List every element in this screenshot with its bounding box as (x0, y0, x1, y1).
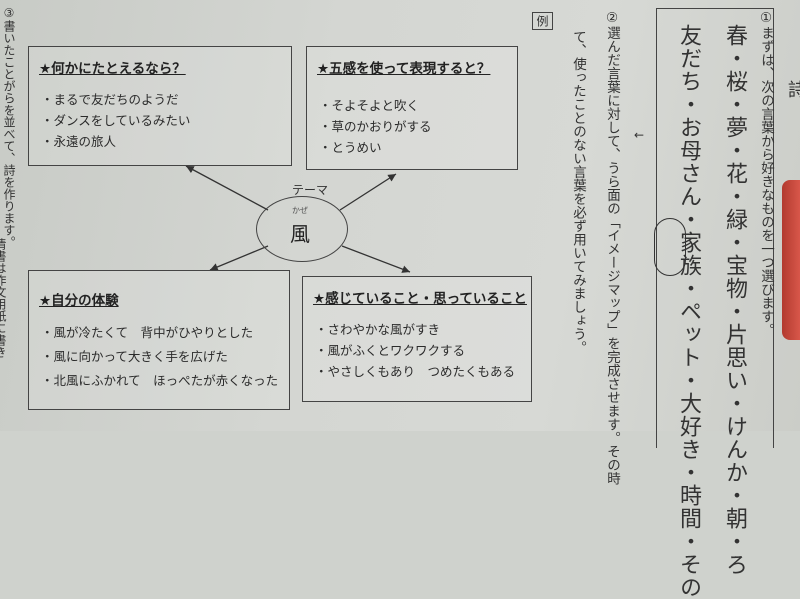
list-item: とうめい (319, 137, 432, 158)
list-item: 草のかおりがする (319, 116, 432, 137)
red-pen (782, 180, 800, 340)
list-item: 風がふくとワクワクする (315, 340, 515, 361)
box-five-senses-list: そよそよと吹く 草のかおりがする とうめい (319, 95, 432, 158)
box-feelings-title: ★感じていること・思っていること (313, 291, 527, 307)
box-five-senses-title: ★五感を使って表現すると？ (317, 61, 491, 77)
map-arrows (185, 165, 411, 273)
arrow-bottom-right (341, 245, 411, 273)
list-item: 永遠の旅人 (41, 131, 190, 152)
theme-label: テーマ (292, 183, 329, 197)
box-experience-title: ★自分の体験 (39, 293, 119, 309)
word-list-col1: 春・桜・夢・花・緑・宝物・片思い・けんか・朝・ろ (722, 24, 747, 576)
word-list-col2: 友だち・お母さん・家族・ペット・大好き・時間・その (676, 24, 701, 599)
box-metaphor: ★何かにたとえるなら？ まるで友だちのようだ ダンスをしているみたい 永遠の旅人 (28, 46, 292, 166)
instruction-2-col1: ②選んだ言葉に対して、うら面の「イメージマップ」を完成させます。その時 (604, 10, 620, 485)
arrow-bottom-left (209, 245, 269, 271)
list-item: ダンスをしているみたい (41, 110, 191, 131)
instruction-3-text: ③書いたことがらを並べて、詩を作ります。 (2, 6, 16, 248)
selected-word-circle (654, 218, 686, 276)
box-five-senses: ★五感を使って表現すると？ そよそよと吹く 草のかおりがする とうめい (306, 46, 518, 170)
list-item: まるで友だちのようだ (41, 89, 190, 110)
instruction-3-text-cont: 清書は作文用紙に書き (0, 238, 7, 358)
list-item: そよそよと吹く (319, 95, 432, 116)
list-item: やさしくもあり つめたくもある (315, 361, 516, 382)
box-feelings-list: さわやかな風がすき 風がふくとワクワクする やさしくもあり つめたくもある (315, 319, 516, 382)
example-label: 例 (532, 12, 553, 30)
box-metaphor-list: まるで友だちのようだ ダンスをしているみたい 永遠の旅人 (41, 89, 191, 152)
list-item: 風が冷たくて 背中がひやりとした (41, 321, 278, 345)
arrow-top-left (185, 165, 269, 211)
box-metaphor-title: ★何かにたとえるなら？ (39, 61, 186, 77)
list-item: 風に向かって大きく手を広げた (41, 345, 278, 369)
instruction-2-col2: て、使ったことのない言葉を必ず用いてみましょう。 (570, 30, 586, 354)
list-item: さわやかな風がすき (315, 319, 515, 340)
instruction-1: ①まずは、次の言葉から好きなものを一つ選びます。 (758, 10, 774, 337)
left-arrow-mark: ← (634, 128, 645, 142)
box-experience-list: 風が冷たくて 背中がひやりとした 風に向かって大きく手を広げた 北風にふかれて … (41, 321, 279, 393)
theme-ellipse (256, 196, 348, 262)
theme-ruby: かぜ (292, 206, 308, 215)
title-fragment: 詩 (785, 80, 800, 98)
box-feelings: ★感じていること・思っていること さわやかな風がすき 風がふくとワクワクする や… (302, 276, 532, 402)
arrow-top-right (339, 173, 397, 211)
worksheet-page: ③書いたことがらを並べて、詩を作ります。 清書は作文用紙に書き ★何かにたとえる… (0, 0, 800, 431)
theme-word: 風 (290, 222, 310, 246)
box-experience: ★自分の体験 風が冷たくて 背中がひやりとした 風に向かって大きく手を広げた 北… (28, 270, 290, 410)
list-item: 北風にふかれて ほっぺたが赤くなった (41, 369, 279, 393)
